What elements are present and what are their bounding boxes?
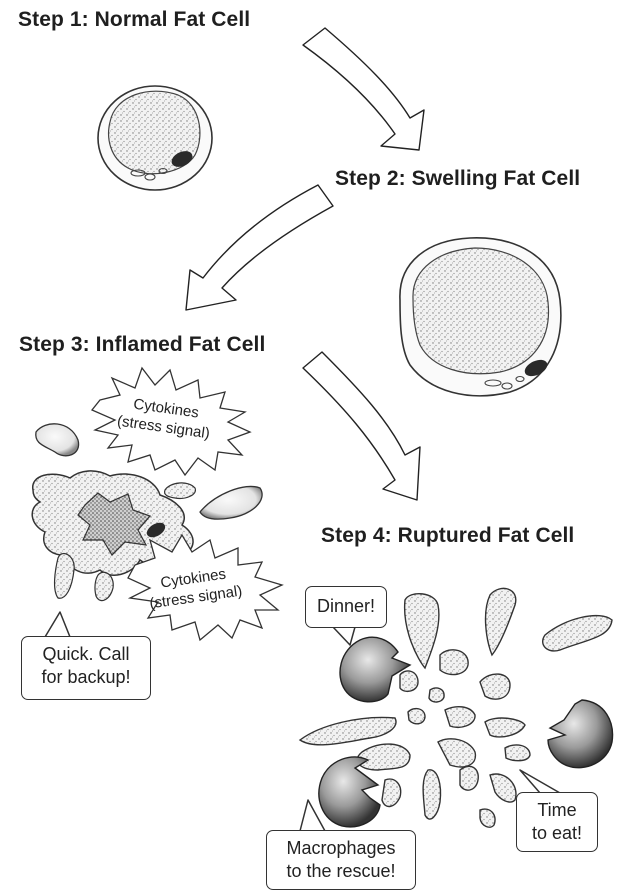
speech-macro-line2: to the rescue! xyxy=(286,861,396,882)
speech-bubble-quick: Quick. Call for backup! xyxy=(21,636,151,700)
macrophage-bottom-left xyxy=(318,756,381,828)
step-4-title: Step 4: Ruptured Fat Cell xyxy=(321,524,575,547)
cytokine-burst-top xyxy=(90,366,252,477)
swelling-fat-cell xyxy=(399,237,562,397)
speech-bubble-time: Time to eat! xyxy=(516,792,598,852)
arrow-step1-to-step2 xyxy=(302,27,425,151)
speech-dinner-text: Dinner! xyxy=(316,596,376,616)
macrophage-right xyxy=(547,699,614,769)
speech-bubble-dinner: Dinner! xyxy=(305,586,387,628)
arrow-step2-to-step3 xyxy=(185,184,334,311)
arrow-step3-to-step4 xyxy=(302,351,421,501)
cytokine-burst-bottom xyxy=(127,533,284,642)
speech-quick-line2: for backup! xyxy=(41,667,131,688)
macrophage-top-left xyxy=(339,636,412,703)
step-2-title: Step 2: Swelling Fat Cell xyxy=(335,167,581,190)
speech-time-line2: to eat! xyxy=(531,823,583,844)
speech-quick-line1: Quick. Call xyxy=(42,644,130,664)
speech-bubble-macrophages: Macrophages to the rescue! xyxy=(266,830,416,890)
speech-time-line1: Time xyxy=(537,800,577,820)
step-3-title: Step 3: Inflamed Fat Cell xyxy=(19,333,266,356)
speech-macro-line1: Macrophages xyxy=(286,838,396,858)
normal-fat-cell xyxy=(97,85,213,191)
inflamed-fat-cell xyxy=(31,423,263,602)
speech-tails xyxy=(44,611,561,832)
step-1-title: Step 1: Normal Fat Cell xyxy=(18,8,251,31)
